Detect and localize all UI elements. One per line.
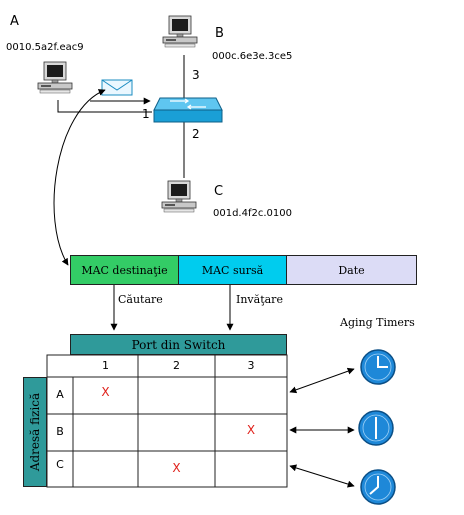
column-header: 1 — [102, 359, 109, 372]
port-3-label: 3 — [192, 68, 200, 82]
host-a-mac: 0010.5a2f.eac9 — [6, 42, 84, 53]
row-header: C — [56, 458, 64, 471]
host-c-name: C — [214, 184, 224, 199]
host-b-mac: 000c.6e3e.3ce5 — [212, 51, 293, 62]
computer-icon[interactable] — [37, 61, 73, 94]
table-mark: X — [246, 423, 256, 437]
host-a-name: A — [10, 14, 19, 29]
table-mark: X — [101, 385, 110, 399]
host-b-name: B — [215, 26, 224, 41]
table-mark: X — [172, 461, 181, 475]
table-header: Port din Switch — [70, 334, 287, 355]
clock-icon — [358, 410, 394, 446]
row-header: B — [56, 425, 64, 438]
clock-icon — [360, 349, 396, 385]
column-header: 2 — [173, 359, 180, 372]
aging-timers-label: Aging Timers — [340, 316, 415, 329]
frame-dest-label: MAC destinaţie — [81, 263, 168, 277]
learn-label: Invăţare — [236, 293, 283, 306]
lookup-label: Căutare — [118, 293, 163, 306]
computer-icon[interactable] — [161, 180, 197, 213]
switch-icon[interactable] — [153, 97, 223, 123]
envelope-icon — [101, 79, 133, 96]
clock-icon — [360, 469, 396, 505]
host-c-mac: 001d.4f2c.0100 — [213, 208, 292, 219]
frame-src-mac: MAC sursă — [178, 255, 287, 285]
frame-data: Date — [286, 255, 417, 285]
computer-icon[interactable] — [162, 15, 198, 48]
frame-dest-mac: MAC destinaţie — [70, 255, 179, 285]
table-header-label: Port din Switch — [131, 337, 226, 352]
frame-data-label: Date — [338, 263, 365, 277]
row-header: A — [56, 388, 64, 401]
table-side-label: Adresă fizică — [28, 392, 42, 472]
table-side-header: Adresă fizică — [23, 377, 47, 487]
column-header: 3 — [247, 359, 255, 372]
port-1-label: 1 — [142, 107, 150, 121]
mac-table-grid — [46, 354, 288, 488]
aging-arrows — [289, 367, 355, 488]
frame-capture-arrow — [53, 89, 106, 266]
port-2-label: 2 — [192, 127, 200, 141]
frame-src-label: MAC sursă — [201, 263, 264, 277]
